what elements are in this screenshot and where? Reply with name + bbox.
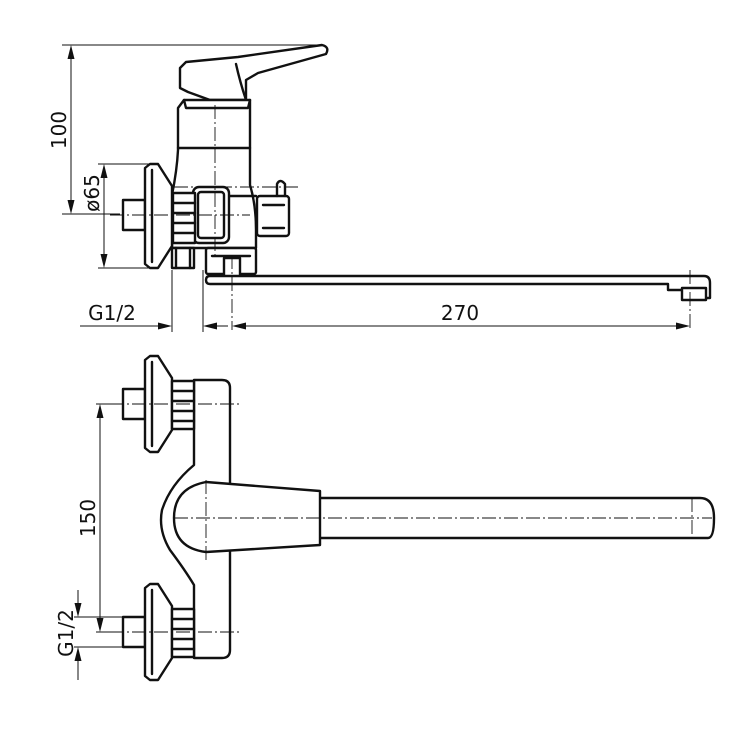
top-inlet-upper <box>121 354 196 454</box>
dim-inlet-spacing: 150 <box>76 403 120 633</box>
dim-inlet-spacing-label: 150 <box>76 499 100 537</box>
dim-bottom: G1/2 270 <box>80 270 690 332</box>
front-center-lines <box>110 105 691 330</box>
dim-inlet-thread-front-label: G1/2 <box>88 301 136 325</box>
dim-flange-diameter: ø65 <box>80 163 150 269</box>
front-bottom-nut <box>170 246 196 270</box>
front-side-knob <box>255 179 291 238</box>
front-handle-lever <box>178 43 329 102</box>
front-flange <box>143 162 174 270</box>
dim-spout-reach-label: 270 <box>441 301 479 325</box>
dim-inlet-thread-top: G1/2 <box>54 590 122 680</box>
top-lever <box>172 480 716 554</box>
dim-height-label: 100 <box>47 111 71 149</box>
dim-height: 100 <box>47 44 322 215</box>
top-view: 150 G1/2 <box>54 354 716 682</box>
front-spout <box>204 274 712 302</box>
dim-flange-diameter-label: ø65 <box>80 174 104 212</box>
top-center-lines <box>110 403 712 633</box>
front-view: 100 ø65 G1/2 270 <box>47 43 712 332</box>
dim-inlet-thread-top-label: G1/2 <box>54 609 78 657</box>
